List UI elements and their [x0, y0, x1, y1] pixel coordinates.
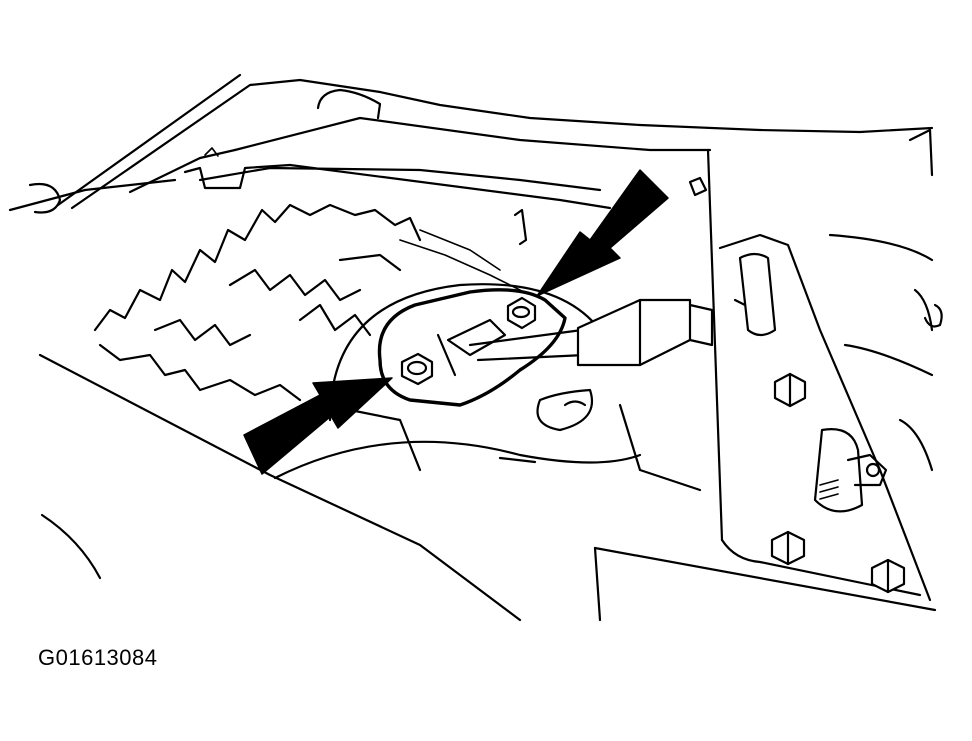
bracket-bolt-lower-right: [870, 558, 906, 594]
strut-mount-bracket: [328, 283, 602, 422]
mounting-nut-right: [506, 296, 537, 330]
figure-id-label: G01613084: [38, 645, 158, 670]
misc-hardware: [513, 176, 943, 328]
upper-body-panels: [8, 73, 934, 214]
right-mounting-bracket: [706, 128, 934, 602]
insulation-clutter: [93, 203, 521, 402]
arrow-left-nut: [243, 377, 393, 475]
tool-handle: [468, 298, 714, 367]
bracket-bolt-upper: [773, 372, 807, 408]
bracket-bolt-lower-left: [770, 530, 806, 566]
mounting-nut-left: [400, 352, 434, 386]
arrow-right-nut: [536, 169, 669, 297]
fender-apron: [38, 253, 937, 622]
